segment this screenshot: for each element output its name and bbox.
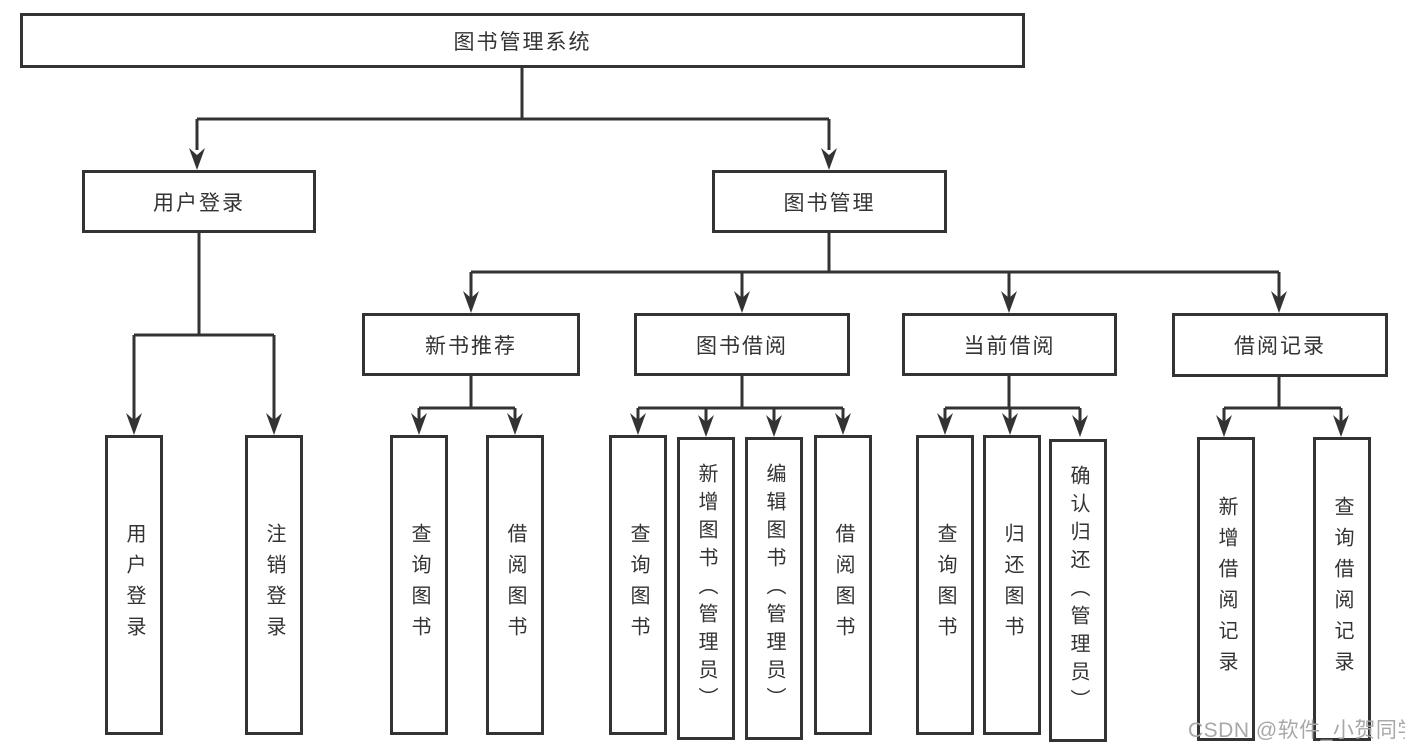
leaf-add-books-admin: 新增图书（管理员） xyxy=(677,437,735,740)
leaf-user-login: 用户登录 xyxy=(105,435,163,735)
node-borrowing-records: 借阅记录 xyxy=(1172,313,1388,377)
leaf-edit-books-admin: 编辑图书（管理员） xyxy=(745,437,803,740)
node-book-borrowing: 图书借阅 xyxy=(634,313,850,376)
node-library-management-system: 图书管理系统 xyxy=(20,13,1025,68)
leaf-return-books: 归还图书 xyxy=(983,435,1041,735)
connector-root-to-level2 xyxy=(195,68,831,150)
node-book-management: 图书管理 xyxy=(712,170,947,233)
leaf-borrow-books: 借阅图书 xyxy=(814,435,872,735)
leaf-search-books: 查询图书 xyxy=(390,435,448,735)
arrowhead xyxy=(189,148,205,170)
leaf-search-books: 查询图书 xyxy=(609,435,667,735)
leaf-confirm-return-admin: 确认归还（管理员） xyxy=(1049,439,1107,742)
arrowhead xyxy=(821,148,837,170)
leaf-search-borrow-record: 查询借阅记录 xyxy=(1313,437,1371,741)
connector-new-book-branch xyxy=(417,376,517,421)
connector-book-borrowing-branch xyxy=(636,376,845,423)
leaf-search-books: 查询图书 xyxy=(916,435,974,735)
connector-current-borrowing-branch xyxy=(943,376,1082,423)
leaf-logout: 注销登录 xyxy=(245,435,303,735)
connector-user-login-branch xyxy=(132,233,276,421)
leaf-add-borrow-record: 新增借阅记录 xyxy=(1197,437,1255,741)
leaf-borrow-books: 借阅图书 xyxy=(486,435,544,735)
connector-borrowing-records-branch xyxy=(1222,376,1343,423)
watermark: CSDN @软件_小贺同学 xyxy=(1188,719,1405,742)
node-current-borrowing: 当前借阅 xyxy=(902,313,1117,376)
node-new-book-recommendation: 新书推荐 xyxy=(362,313,580,376)
node-user-login: 用户登录 xyxy=(82,170,316,233)
connector-book-management-branch xyxy=(469,233,1281,298)
